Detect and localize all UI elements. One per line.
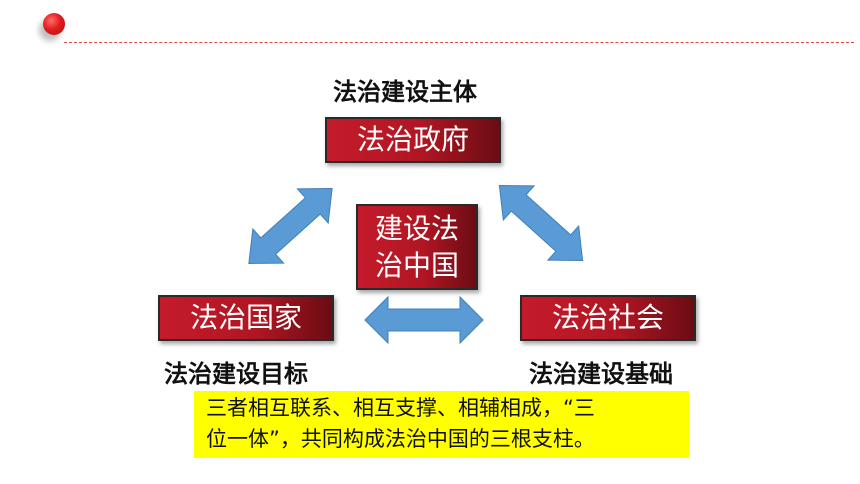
right-caption: 法治建设基础: [529, 360, 673, 388]
double-arrow-top-right-icon: [498, 185, 584, 261]
summary-line-1: 三者相互联系、相互支撑、相辅相成，“三: [206, 396, 595, 420]
center-line-1: 建设法: [374, 212, 459, 245]
center-line-2: 治中国: [374, 248, 459, 282]
center-box-build-rule-of-law-china: 建设法 治中国: [356, 204, 478, 290]
double-arrow-top-left-icon: [248, 188, 333, 264]
header-divider: [64, 42, 854, 43]
top-caption: 法治建设主体: [333, 78, 477, 106]
header-bullet-icon: [43, 13, 65, 35]
left-caption: 法治建设目标: [164, 360, 308, 388]
right-box-rule-of-law-society: 法治社会: [520, 295, 696, 341]
summary-highlight: 三者相互联系、相互支撑、相辅相成，“三 位一体”，共同构成法治中国的三根支柱。: [194, 391, 689, 458]
left-box-rule-of-law-state: 法治国家: [158, 295, 334, 341]
summary-line-2: 位一体”，共同构成法治中国的三根支柱。: [206, 427, 595, 451]
top-box-rule-of-law-government: 法治政府: [325, 117, 501, 163]
double-arrow-bottom-icon: [364, 295, 484, 345]
